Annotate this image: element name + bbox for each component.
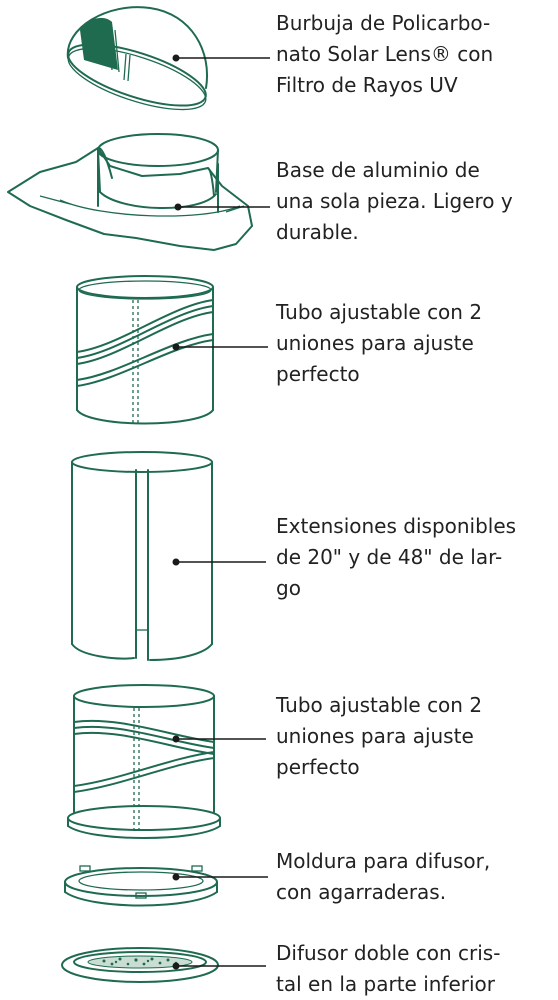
label-trim: Moldura para difusor, con agarraderas. xyxy=(276,846,558,908)
label-line: Moldura para difusor, xyxy=(276,849,491,873)
diffuser-drawing xyxy=(61,947,219,983)
label-line: nato Solar Lens® con xyxy=(276,42,494,66)
tube-top-drawing xyxy=(76,275,214,425)
label-bubble: Burbuja de Policarbo- nato Solar Lens® c… xyxy=(276,8,558,101)
label-line: uniones para ajuste xyxy=(276,331,474,355)
label-line: con agarraderas. xyxy=(276,880,447,904)
label-line: Base de aluminio de xyxy=(276,158,480,182)
label-tube-top: Tubo ajustable con 2 uniones para ajuste… xyxy=(276,297,558,390)
label-line: perfecto xyxy=(276,755,360,779)
extension-drawing xyxy=(71,451,213,661)
trim-drawing xyxy=(64,865,218,907)
label-line: una sola pieza. Ligero y xyxy=(276,189,513,213)
label-line: uniones para ajuste xyxy=(276,724,474,748)
label-line: durable. xyxy=(276,220,359,244)
label-line: Tubo ajustable con 2 xyxy=(276,693,483,717)
label-base: Base de aluminio de una sola pieza. Lige… xyxy=(276,155,558,248)
tube-bottom-drawing xyxy=(67,684,221,839)
label-line: Tubo ajustable con 2 xyxy=(276,300,483,324)
label-extension: Extensiones disponibles de 20" y de 48" … xyxy=(276,511,558,604)
label-line: de 20" y de 48" de lar- xyxy=(276,545,503,569)
label-tube-bottom: Tubo ajustable con 2 uniones para ajuste… xyxy=(276,690,558,783)
label-line: Burbuja de Policarbo- xyxy=(276,11,491,35)
label-line: Filtro de Rayos UV xyxy=(276,73,458,97)
base-drawing xyxy=(7,133,253,251)
bubble-drawing xyxy=(66,6,208,111)
label-line: Difusor doble con cris- xyxy=(276,941,501,965)
label-line: tal en la parte inferior xyxy=(276,972,496,996)
leader-lines xyxy=(172,54,270,970)
label-line: Extensiones disponibles xyxy=(276,514,517,538)
label-diffuser: Difusor doble con cris- tal en la parte … xyxy=(276,938,558,1000)
label-line: perfecto xyxy=(276,362,360,386)
label-line: go xyxy=(276,576,301,600)
